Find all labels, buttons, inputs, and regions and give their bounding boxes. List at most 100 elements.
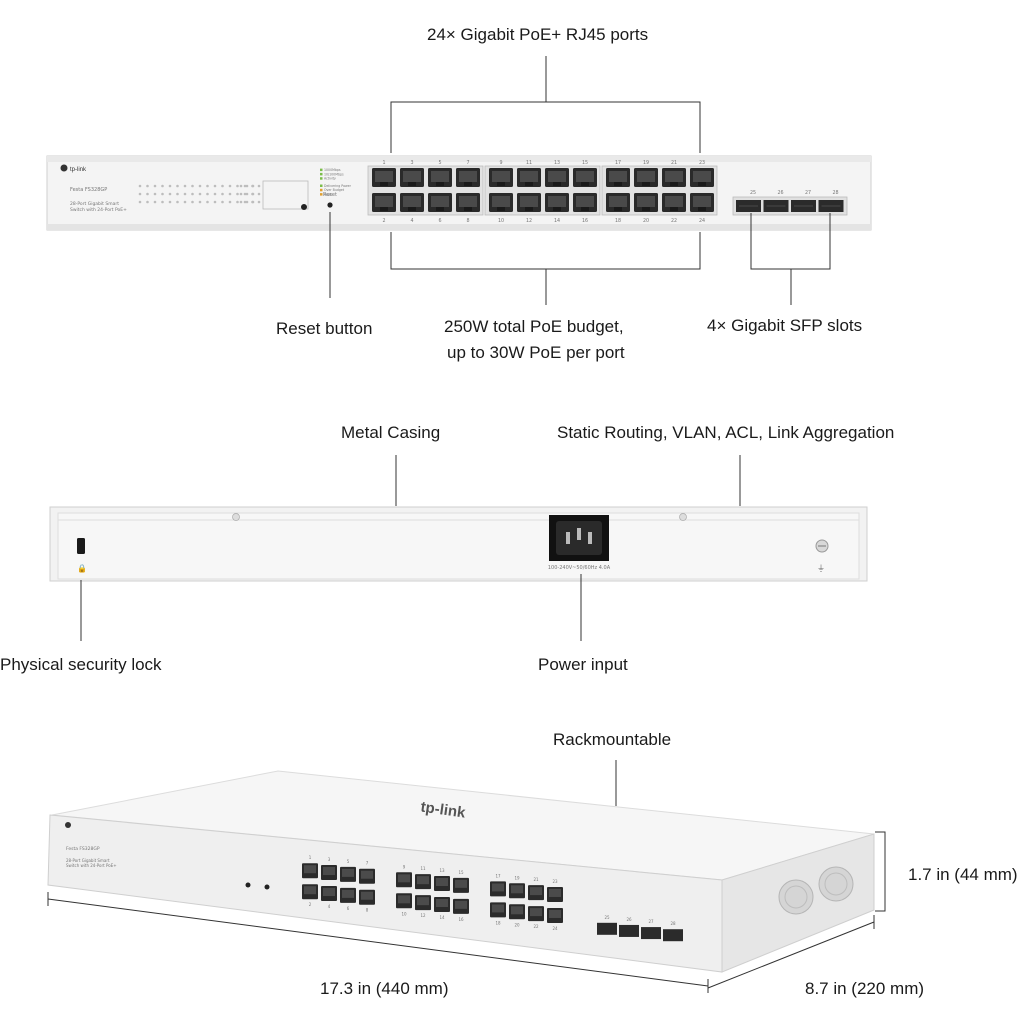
vent-icon — [818, 866, 854, 902]
rj45-port-contacts — [548, 196, 566, 207]
rj45-port-contacts — [492, 196, 510, 207]
port-number-bottom: 8 — [466, 218, 469, 224]
rj45-port-contacts — [361, 870, 373, 879]
rj45-port-contacts — [511, 885, 523, 894]
port-number-top: 11 — [526, 160, 532, 166]
front-callout-lines — [329, 56, 831, 305]
sfp-number: 25 — [604, 915, 610, 920]
port-number-bottom: 4 — [410, 218, 413, 224]
rj45-port-contacts — [609, 196, 627, 207]
status-led-icon — [153, 192, 157, 196]
sfp-slot[interactable] — [619, 924, 639, 937]
port-number-top: 11 — [420, 866, 426, 871]
rj45-port-latch — [553, 182, 561, 186]
status-led-icon — [243, 200, 247, 204]
casing-callout: Metal Casing — [341, 423, 441, 442]
rj45-port-contacts — [520, 196, 538, 207]
status-led-icon — [206, 184, 209, 188]
rj45-port-latch — [698, 182, 706, 186]
port-number-bottom: 20 — [643, 218, 649, 224]
port-number-top: 19 — [643, 160, 649, 166]
status-led-icon — [221, 192, 224, 196]
rj45-port-latch — [497, 207, 505, 211]
port-number-top: 3 — [410, 160, 413, 166]
port-number-top: 23 — [699, 160, 705, 166]
status-led-icon — [236, 184, 239, 188]
port-number-bottom: 24 — [699, 218, 705, 224]
status-led-icon — [176, 192, 179, 196]
port-number-bottom: 22 — [671, 218, 677, 224]
rj45-port-contacts — [693, 171, 711, 182]
rj45-port-contacts — [431, 196, 449, 207]
mode-button[interactable] — [301, 204, 307, 210]
sfp-number: 28 — [832, 190, 838, 196]
port-number-top: 7 — [366, 861, 369, 866]
reset-callout: Reset button — [276, 319, 373, 338]
rj45-port-contacts — [492, 883, 504, 892]
rj45-port-contacts — [693, 196, 711, 207]
rj45-port-contacts — [431, 171, 449, 182]
perspective-switch: tp-link 12345678910111213141516171819202… — [47, 770, 875, 973]
rj45-port-latch — [408, 182, 416, 186]
vent-icon — [778, 879, 814, 915]
led-legend-label: Activity — [324, 177, 336, 181]
rj45-port-contacts — [403, 196, 421, 207]
status-led-icon — [257, 192, 261, 196]
status-led-icon — [236, 200, 239, 204]
front-brand: tp-link — [70, 167, 87, 173]
rj45-port-contacts — [403, 171, 421, 182]
port-number-top: 1 — [309, 855, 312, 860]
status-led-icon — [168, 192, 172, 196]
port-number-top: 13 — [439, 868, 445, 873]
port-number-top: 15 — [458, 870, 464, 875]
poe-callout-line1: 250W total PoE budget, — [444, 317, 624, 336]
led-legend-label: Fault — [324, 193, 332, 197]
sfp-slot[interactable] — [641, 927, 661, 940]
rj45-port-contacts — [665, 196, 683, 207]
led-legend-label: 10/100Mbps — [324, 172, 344, 176]
status-led-icon — [198, 200, 202, 204]
rj45-port-contacts — [530, 887, 542, 896]
port-number-bottom: 22 — [533, 924, 539, 929]
status-led-icon — [146, 200, 149, 204]
sfp-slot[interactable] — [597, 922, 617, 935]
rj45-port-contacts — [549, 888, 561, 897]
screw-icon — [232, 513, 240, 521]
status-led-icon — [239, 200, 243, 204]
width-callout: 17.3 in (440 mm) — [320, 979, 449, 998]
rj45-port-contacts — [530, 908, 542, 917]
depth-callout: 8.7 in (220 mm) — [805, 979, 925, 998]
status-led-icon — [257, 200, 261, 204]
rj45-port-latch — [670, 182, 678, 186]
rear-callout-lines — [80, 455, 741, 641]
status-led-grid — [138, 184, 261, 204]
status-led-icon — [245, 192, 249, 196]
sfp-number: 26 — [626, 917, 632, 922]
rj45-port-contacts — [520, 171, 538, 182]
status-led-icon — [161, 200, 164, 204]
rj45-port-latch — [408, 207, 416, 211]
brand-logo-icon — [60, 164, 68, 172]
status-led-icon — [146, 192, 149, 196]
height-callout: 1.7 in (44 mm) — [908, 865, 1018, 884]
security-lock-slot — [77, 538, 85, 554]
port-number-top: 21 — [671, 160, 677, 166]
port-number-top: 3 — [328, 857, 331, 862]
front-switch: tp-link Festa FS328GP 28-Port Gigabit Sm… — [46, 155, 872, 231]
rj45-port-contacts — [417, 876, 429, 885]
perspective-dimension-lines — [47, 760, 886, 993]
port-number-bottom: 14 — [439, 915, 445, 920]
rj45-port-contacts — [375, 171, 393, 182]
sfp-slot[interactable] — [663, 929, 683, 942]
status-led-icon — [221, 200, 224, 204]
rack-callout: Rackmountable — [553, 730, 672, 749]
port-number-top: 9 — [403, 864, 406, 869]
port-number-top: 7 — [466, 160, 469, 166]
status-led-icon — [251, 184, 255, 188]
port-number-top: 9 — [499, 160, 502, 166]
reset-button[interactable] — [327, 202, 333, 208]
